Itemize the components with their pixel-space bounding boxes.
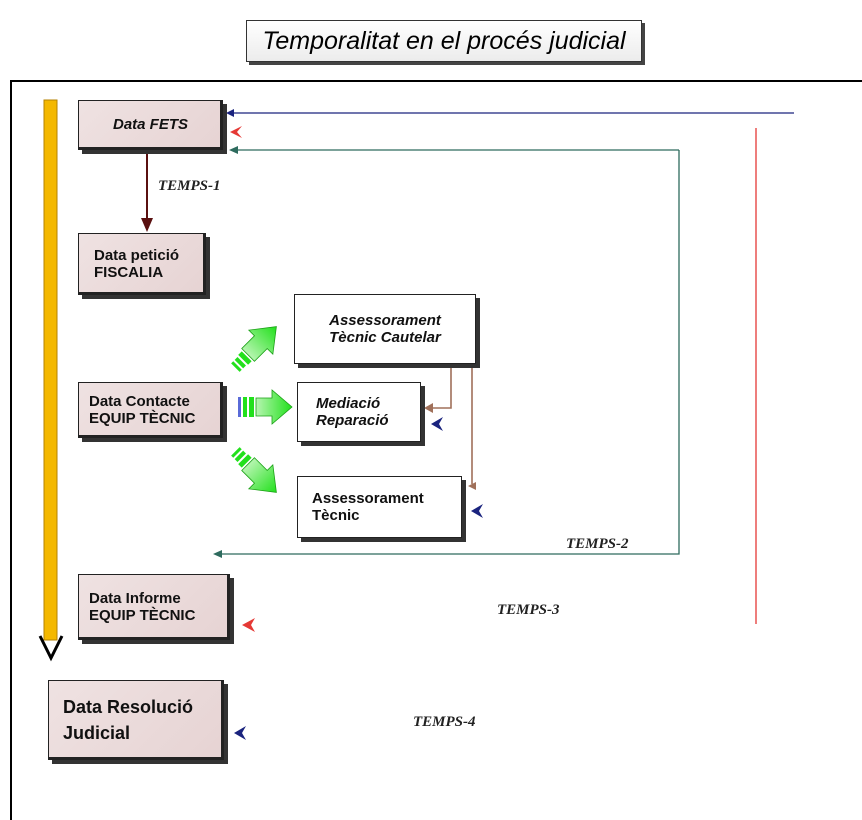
- box-peticio-line2: FISCALIA: [94, 264, 164, 281]
- box-cautelar-line2: Tècnic Cautelar: [329, 329, 441, 346]
- box-data-fets-label: Data FETS: [112, 116, 188, 134]
- box-data-resolucio-judicial: Data Resolució Judicial: [48, 680, 224, 760]
- box-data-informe-equip-tecnic: Data Informe EQUIP TÈCNIC: [78, 574, 230, 640]
- red-arrow-informe: [242, 618, 255, 632]
- teal-top-arrowhead: [229, 146, 238, 154]
- box-mediacio-line1: Mediació: [316, 394, 381, 412]
- box-assessorament-tecnic: Assessorament Tècnic: [297, 476, 462, 538]
- box-assessorament-line1: Assessorament: [312, 489, 424, 507]
- teal-bottom-arrowhead: [213, 550, 222, 558]
- connector-layer: [38, 99, 794, 740]
- temps-1-label: TEMPS-1: [158, 178, 221, 194]
- box-data-contacte-equip-tecnic: Data Contacte EQUIP TÈCNIC: [78, 382, 223, 438]
- brown-arrowhead-assessorament: [468, 482, 476, 490]
- green-arrow-right: [238, 389, 293, 425]
- teal-loop-line: [220, 150, 680, 555]
- brown-arrowhead-mediacio: [424, 403, 433, 413]
- navy-top-arrowhead: [226, 109, 234, 117]
- timeline-bar: [43, 99, 58, 641]
- green-arrow-up: [231, 326, 277, 372]
- temps-4-label: TEMPS-4: [413, 714, 476, 730]
- brown-connector-mediacio: [432, 368, 452, 409]
- box-contacte-line2: EQUIP TÈCNIC: [89, 410, 196, 427]
- box-assessorament-tecnic-cautelar: Assessorament Tècnic Cautelar: [294, 294, 476, 364]
- timeline-arrowhead: [38, 635, 64, 662]
- box-assessorament-line2: Tècnic: [312, 507, 360, 524]
- box-resolucio-line1: Data Resolució: [63, 696, 194, 717]
- box-informe-line2: EQUIP TÈCNIC: [89, 607, 196, 624]
- box-informe-line1: Data Informe: [89, 589, 181, 607]
- diagram-title: Temporalitat en el procés judicial: [246, 20, 642, 62]
- box-data-peticio-fiscalia: Data petició FISCALIA: [78, 233, 206, 295]
- temps-3-label: TEMPS-3: [497, 602, 560, 618]
- box-mediacio-line2: Reparació: [316, 412, 389, 429]
- box-peticio-line1: Data petició: [94, 246, 180, 264]
- navy-arrow-assessorament: [471, 504, 483, 518]
- box-data-fets: Data FETS: [78, 100, 223, 150]
- green-arrow-down: [231, 447, 277, 493]
- navy-arrow-resolucio: [234, 726, 246, 740]
- navy-arrow-mediacio: [431, 417, 443, 431]
- temps-2-label: TEMPS-2: [566, 536, 629, 552]
- box-resolucio-line2: Judicial: [63, 723, 131, 743]
- box-cautelar-line1: Assessorament: [329, 311, 441, 329]
- box-mediacio-reparacio: Mediació Reparació: [297, 382, 421, 442]
- box-contacte-line1: Data Contacte: [89, 392, 190, 410]
- red-arrow-fets: [230, 126, 242, 138]
- diagram-frame: [10, 80, 862, 820]
- temps-1-arrowhead: [141, 218, 153, 232]
